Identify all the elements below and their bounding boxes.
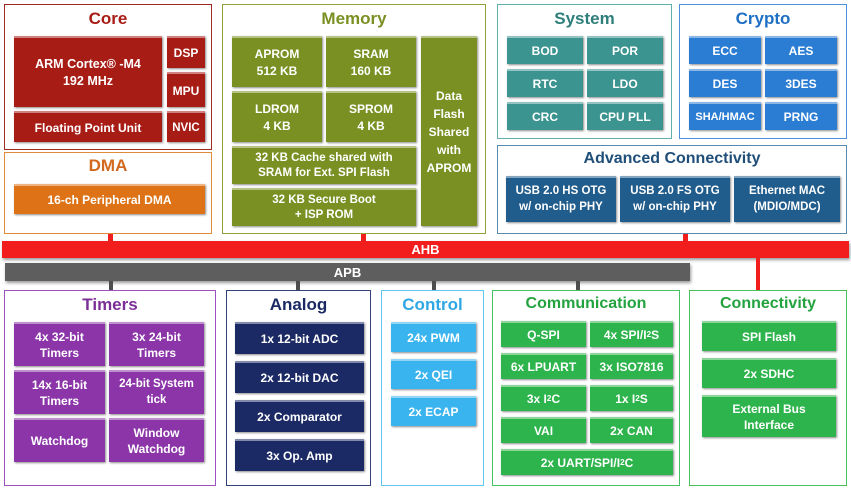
panel-control: Control 24x PWM 2x QEI 2x ECAP [381, 290, 484, 486]
block-ldo: LDO [587, 69, 663, 97]
bus-apb: APB [5, 263, 690, 281]
block-dsp: DSP [167, 36, 205, 68]
panel-memory-title: Memory [321, 9, 387, 28]
panel-analog-title: Analog [269, 295, 328, 314]
block-comparator: 2x Comparator [235, 400, 364, 432]
connector-advconn-to-ahb [683, 234, 688, 242]
connector-apb-to-timers [109, 281, 113, 290]
block-rtc: RTC [507, 69, 583, 97]
panel-dma: DMA 16-ch Peripheral DMA [4, 152, 212, 234]
block-sha-hmac: SHA/HMAC [689, 102, 761, 130]
block-op-amp: 3x Op. Amp [235, 439, 364, 471]
block-ecap: 2x ECAP [391, 396, 476, 426]
block-secure-boot-isp-rom: 32 KB Secure Boot + ISP ROM [232, 188, 416, 226]
panel-dma-title: DMA [88, 156, 128, 175]
block-14x-16bit-timers: 14x 16-bit Timers [14, 370, 105, 414]
block-iso7816: 3x ISO7816 [590, 353, 673, 379]
block-cache-shared-sram: 32 KB Cache shared with SRAM for Ext. SP… [232, 146, 416, 184]
block-crc: CRC [507, 102, 583, 130]
block-4x-32bit-timers: 4x 32-bit Timers [14, 322, 105, 366]
block-ethernet-mac: Ethernet MAC (MDIO/MDC) [734, 176, 840, 222]
block-lpuart: 6x LPUART [501, 353, 586, 379]
block-des: DES [689, 69, 761, 97]
block-adc: 1x 12-bit ADC [235, 322, 364, 354]
panel-system-title: System [554, 9, 615, 28]
block-por: POR [587, 36, 663, 64]
block-floating-point-unit: Floating Point Unit [14, 111, 162, 142]
panel-advanced-connectivity: Advanced Connectivity USB 2.0 HS OTG w/ … [497, 145, 847, 234]
panel-advanced-connectivity-title: Advanced Connectivity [583, 150, 761, 167]
connector-apb-to-communication [576, 281, 580, 290]
block-3x-24bit-timers: 3x 24-bit Timers [109, 322, 204, 366]
bus-ahb: AHB [2, 241, 849, 258]
panel-timers-title: Timers [82, 295, 138, 314]
block-bod: BOD [507, 36, 583, 64]
block-pwm: 24x PWM [391, 322, 476, 352]
block-arm-cortex-m4: ARM Cortex® -M4 192 MHz [14, 36, 162, 107]
panel-control-title: Control [402, 295, 463, 314]
block-external-bus-interface: External Bus Interface [702, 395, 836, 437]
panel-core-title: Core [88, 9, 128, 28]
block-usb-hs-otg: USB 2.0 HS OTG w/ on-chip PHY [506, 176, 616, 222]
panel-system: System BOD POR RTC LDO CRC CPU PLL [497, 4, 672, 139]
block-sram: SRAM 160 KB [326, 36, 416, 87]
panel-crypto: Crypto ECC AES DES 3DES SHA/HMAC PRNG [679, 4, 847, 139]
block-dac: 2x 12-bit DAC [235, 361, 364, 393]
panel-connectivity-title: Connectivity [719, 295, 816, 312]
block-usb-fs-otg: USB 2.0 FS OTG w/ on-chip PHY [620, 176, 730, 222]
block-spi-flash: SPI Flash [702, 321, 836, 351]
panel-core: Core ARM Cortex® -M4 192 MHz DSP MPU Flo… [4, 4, 212, 150]
block-prng: PRNG [765, 102, 837, 130]
block-vai: VAI [501, 417, 586, 443]
panel-analog: Analog 1x 12-bit ADC 2x 12-bit DAC 2x Co… [226, 290, 371, 486]
block-nvic: NVIC [167, 111, 205, 142]
panel-timers: Timers 4x 32-bit Timers 3x 24-bit Timers… [4, 290, 216, 486]
block-aes: AES [765, 36, 837, 64]
block-can: 2x CAN [590, 417, 673, 443]
block-peripheral-dma: 16-ch Peripheral DMA [14, 184, 205, 214]
block-qei: 2x QEI [391, 359, 476, 389]
block-sprom: SPROM 4 KB [326, 91, 416, 142]
connector-memory-to-ahb [361, 234, 366, 242]
connector-core-to-ahb [108, 234, 113, 242]
block-3des: 3DES [765, 69, 837, 97]
block-ecc: ECC [689, 36, 761, 64]
panel-connectivity: Connectivity SPI Flash 2x SDHC External … [689, 290, 847, 486]
block-ldrom: LDROM 4 KB [232, 91, 322, 142]
block-mpu: MPU [167, 72, 205, 107]
block-qspi: Q-SPI [501, 321, 586, 347]
panel-crypto-title: Crypto [735, 9, 791, 28]
connector-ahb-to-connectivity [756, 256, 760, 290]
block-sdhc: 2x SDHC [702, 358, 836, 388]
connector-apb-to-control [432, 281, 436, 290]
block-data-flash-shared: Data Flash Shared with APROM [421, 36, 477, 226]
panel-communication-title: Communication [525, 295, 647, 312]
block-aprom: APROM 512 KB [232, 36, 322, 87]
connector-apb-to-analog [296, 281, 300, 290]
block-watchdog: Watchdog [14, 418, 105, 462]
block-window-watchdog: Window Watchdog [109, 418, 204, 462]
panel-memory: Memory APROM 512 KB SRAM 160 KB LDROM 4 … [222, 4, 486, 234]
block-24bit-system-tick: 24-bit System tick [109, 370, 204, 414]
block-cpu-pll: CPU PLL [587, 102, 663, 130]
